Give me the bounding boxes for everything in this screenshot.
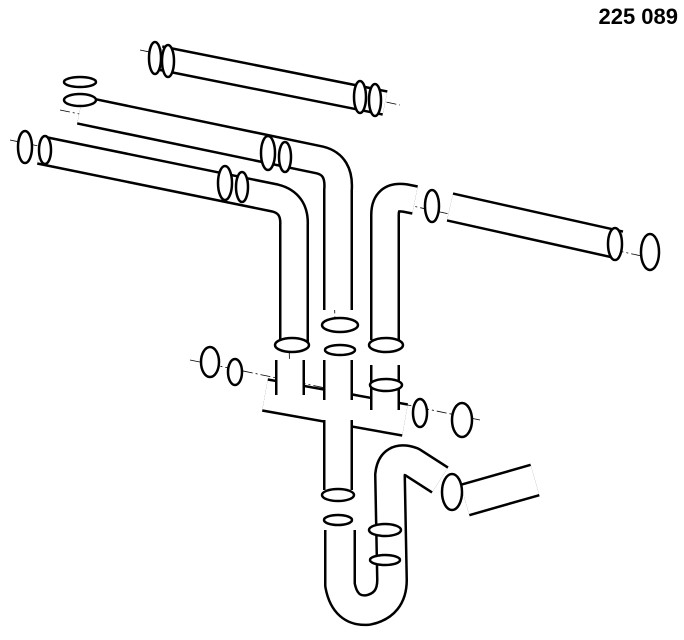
ring <box>322 513 354 527</box>
lower-left-pipe-elbow <box>36 135 310 345</box>
ring <box>423 188 441 224</box>
ring <box>160 43 176 79</box>
ring <box>368 553 402 567</box>
ring <box>368 377 404 393</box>
ring <box>320 487 356 503</box>
pipe-outline <box>262 380 408 435</box>
ring <box>352 79 368 115</box>
right-pipe-elbow <box>370 182 624 340</box>
ring <box>411 397 429 429</box>
ring <box>450 401 474 439</box>
ring <box>16 129 34 165</box>
tee-body <box>262 360 408 490</box>
pipe-outline <box>326 446 448 624</box>
ring <box>323 343 357 357</box>
ring <box>367 522 403 538</box>
pipe-outline <box>372 185 418 340</box>
ring <box>62 92 98 108</box>
pipe-outline <box>447 194 623 258</box>
ring <box>606 226 624 262</box>
top-extension-pipe <box>157 45 388 116</box>
ring <box>367 82 383 118</box>
ring <box>226 357 244 387</box>
ring <box>259 134 277 172</box>
ring <box>234 170 250 204</box>
upper-left-pipe-elbow <box>76 95 354 310</box>
ring <box>62 75 98 89</box>
seal-rings <box>16 40 661 567</box>
ring <box>273 336 311 354</box>
pipe-outline <box>77 97 351 310</box>
ring <box>367 336 405 354</box>
ring <box>37 134 53 166</box>
ring <box>320 316 360 334</box>
ring <box>199 345 221 379</box>
pipe-outline <box>37 137 307 345</box>
pipe-outline <box>157 47 388 114</box>
ring <box>440 472 464 512</box>
part-number-label: 225 089 <box>598 4 678 29</box>
ring <box>639 232 661 272</box>
ring <box>277 140 293 174</box>
ring <box>147 40 163 76</box>
trap-u-bend <box>324 444 540 627</box>
pipe-outline <box>461 466 539 514</box>
ring <box>216 164 234 202</box>
